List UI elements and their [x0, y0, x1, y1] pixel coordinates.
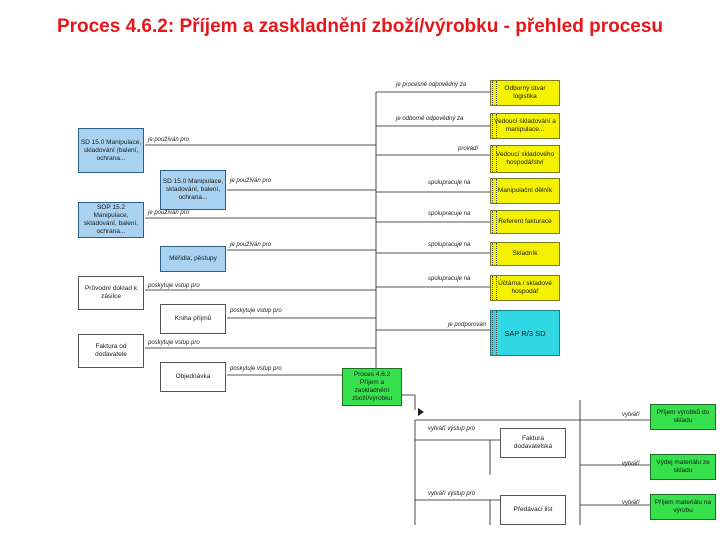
label-vstup-1: poskytuje vstup pro [148, 283, 200, 289]
document-objednavka[interactable]: Objednávka [160, 362, 226, 392]
output-prijem-vyrobku[interactable]: Příjem výrobků do skladu [650, 404, 716, 430]
document-pruvodni-doklad[interactable]: Průvodní doklad k zásilce [78, 276, 144, 310]
label-vytvari-3: vytváří [622, 500, 640, 506]
label-procesne-odpovedny: je procesně odpovědný za [396, 82, 467, 88]
label-provadi: provádí [458, 146, 479, 152]
org-unit-sd-manipulace-2[interactable]: SD 15.0 Manipulace, skladování, balení, … [160, 170, 226, 210]
label-pouzivan-4: je používán pro [230, 242, 272, 248]
page-title: Proces 4.6.2: Příjem a zaskladnění zboží… [56, 16, 664, 37]
document-faktura-dodavatele[interactable]: Faktura dodavatelská [500, 428, 566, 458]
label-spolupracuje-1: spolupracuje na [428, 180, 471, 186]
label-vstup-3: poskytuje vstup pro [148, 340, 200, 346]
label-pouzivan-2: je používán pro [230, 178, 272, 184]
role-referent-fakturace[interactable]: Referent fakturace [490, 210, 560, 234]
label-vytvari-2: vytváří [622, 461, 640, 467]
label-odborne-odpovedny: je odborně odpovědný za [396, 116, 464, 122]
role-skladnik[interactable]: Skladník [490, 242, 560, 266]
role-odborny-utvar[interactable]: Odborný útvar logistika [490, 80, 560, 106]
document-faktura-dodavatele-left[interactable]: Faktura od dodavatele [78, 334, 144, 368]
label-vstup-4: poskytuje vstup pro [230, 366, 282, 372]
org-unit-meridla[interactable]: Měřidla, pěstupy [160, 246, 226, 272]
system-sap[interactable]: SAP R/3 SD [490, 310, 560, 356]
output-vydej-materialu[interactable]: Výdej materiálu ze skladu [650, 454, 716, 480]
org-unit-sop-manipulace[interactable]: SOP 15.2 Manipulace, skladování, balení,… [78, 202, 144, 238]
document-predavaci-list[interactable]: Předávací list [500, 495, 566, 525]
label-vytvari-vystup-2: vytváří výstup pro [428, 491, 476, 497]
label-vstup-2: poskytuje vstup pro [230, 308, 282, 314]
label-vytvari-1: vytváří [622, 412, 640, 418]
process-prijem[interactable]: Proces 4.6.2 Příjem a zaskladnění zboží/… [342, 368, 402, 406]
label-pouzivan-1: je používán pro [148, 137, 190, 143]
role-manipulacni-delnik[interactable]: Manipulační dělník [490, 178, 560, 204]
label-je-podporovan: je podporován [448, 322, 487, 328]
output-prijem-materialu[interactable]: Příjem materiálu na výrobu [650, 494, 716, 520]
role-vedouci-hospodar[interactable]: Vedoucí skladového hospodářství [490, 145, 560, 173]
role-vedouci-skladovani[interactable]: Vedoucí skladování a manipulace... [490, 113, 560, 139]
label-spolupracuje-2: spolupracuje na [428, 211, 471, 217]
document-kniha-prijmu[interactable]: Kniha příjmů [160, 304, 226, 334]
label-vytvari-vystup-1: vytváří výstup pro [428, 426, 476, 432]
org-unit-sd-manipulace[interactable]: SD 15.0 Manipulace, skladování (balení, … [78, 128, 144, 173]
label-spolupracuje-3: spolupracuje na [428, 242, 471, 248]
label-spolupracuje-4: spolupracuje na [428, 276, 471, 282]
role-uctarna[interactable]: Účtárna / skladové hospodář [490, 275, 560, 301]
label-pouzivan-3: je používán pro [148, 210, 190, 216]
